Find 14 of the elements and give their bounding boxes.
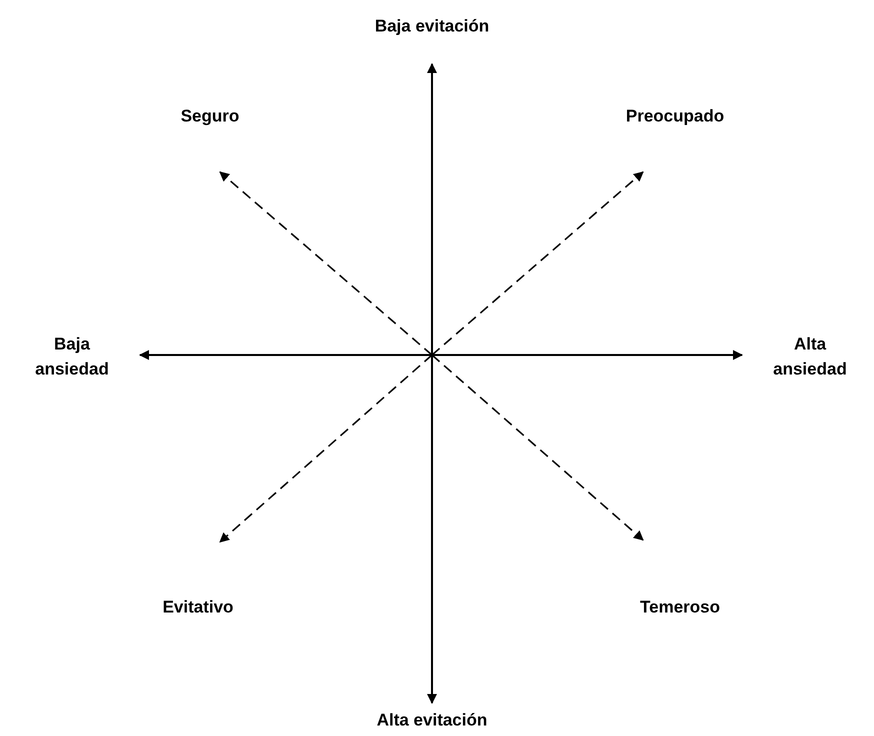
- axis-label: Alta ansiedad: [765, 332, 855, 382]
- axis-label: Alta evitación: [352, 708, 512, 734]
- dashed-arrow: [431, 171, 644, 356]
- axis-label: Evitativo: [148, 596, 248, 620]
- axis-label: Baja evitación: [352, 14, 512, 40]
- axis-label: Seguro: [165, 104, 255, 130]
- axis-label: Baja ansiedad: [27, 332, 117, 382]
- axis-label: Preocupado: [610, 104, 740, 130]
- axis-arrow: [427, 63, 437, 704]
- dashed-arrow: [431, 354, 644, 541]
- axis-arrow: [139, 350, 743, 360]
- dashed-arrow: [219, 354, 433, 543]
- axis-label: Temeroso: [625, 596, 735, 620]
- dashed-arrow: [219, 171, 433, 356]
